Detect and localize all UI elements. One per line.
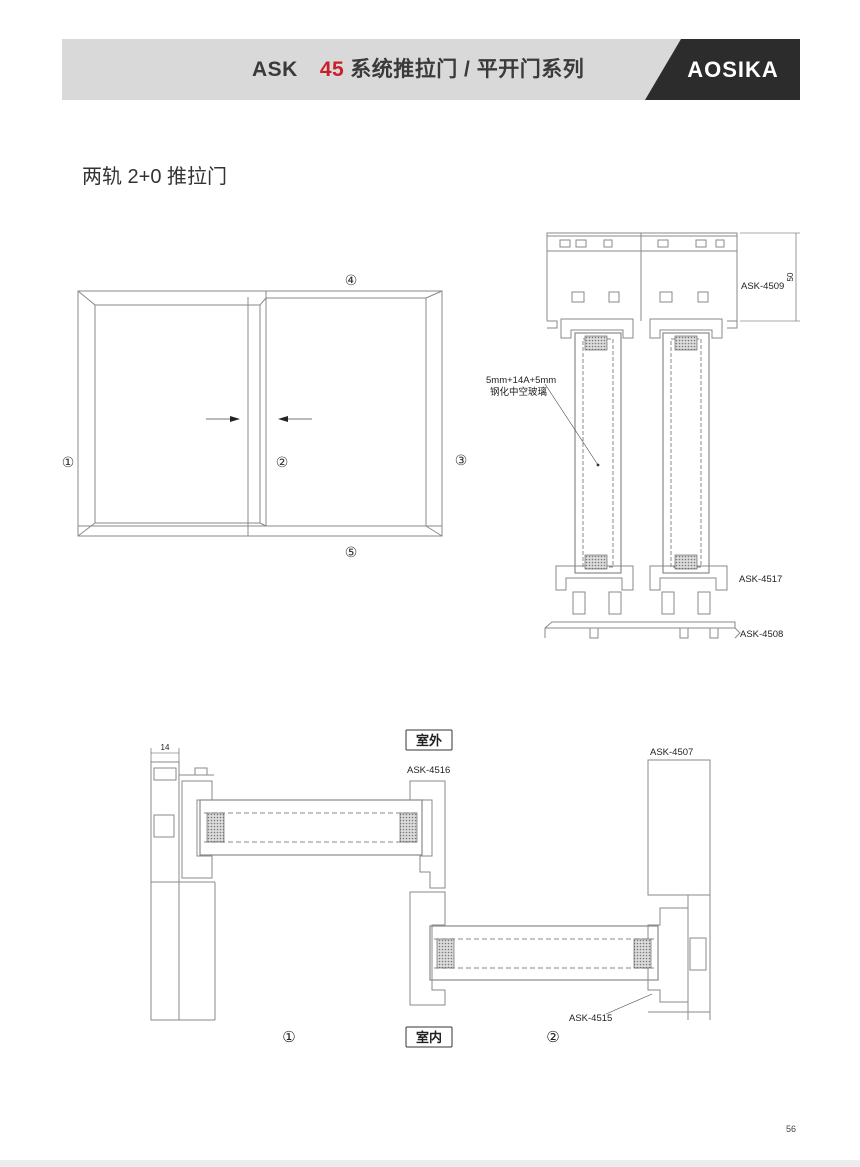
label-ask-4515: ASK-4515 [569, 1013, 612, 1024]
marker-bottom: ⑤ [345, 544, 358, 560]
outside-label: 室外 [416, 733, 442, 748]
door-elevation [77, 290, 443, 537]
elevation-outer-frame [77, 290, 443, 537]
horizontal-section [150, 759, 711, 1021]
left-sash-bottom [555, 565, 634, 591]
series-description: 系统推拉门 / 平开门系列 [350, 58, 585, 81]
label-ask-4507: ASK-4507 [650, 747, 693, 758]
bottom-rail-profile [544, 621, 741, 639]
brand-prefix: ASK [252, 58, 298, 81]
series-number: 45 [319, 58, 345, 81]
page-number: 56 [786, 1124, 797, 1134]
right-sash-stile [647, 907, 689, 1003]
right-sash-glass [265, 297, 427, 527]
footer-line [0, 1160, 860, 1167]
brand-logo: AOSIKA [687, 57, 779, 82]
label-ask-4509: ASK-4509 [741, 281, 784, 292]
marker-middle: ② [276, 454, 289, 470]
right-sash-bottom [649, 565, 728, 591]
label-ask-4517: ASK-4517 [739, 574, 782, 585]
inside-label: 室内 [416, 1030, 442, 1045]
section-title: 两轨 2+0 推拉门 [82, 166, 228, 188]
glass-leader-line [544, 383, 599, 466]
label-ask-4516: ASK-4516 [407, 765, 450, 776]
inner-glass-unit [429, 925, 659, 981]
glass-seals-horizontal [206, 812, 652, 969]
left-glass-unit [574, 332, 622, 574]
dimension-50 [740, 232, 800, 322]
glass-spec-line2: 钢化中空玻璃 [490, 386, 547, 398]
left-sash-glass [94, 304, 261, 524]
glass-spec-line1: 5mm+14A+5mm [486, 375, 556, 386]
marker-right: ③ [455, 452, 468, 468]
sliding-arrows [206, 416, 312, 422]
dimension-14-label: 14 [161, 743, 170, 752]
room-label-boxes [405, 729, 453, 1048]
top-frame-profile [546, 232, 738, 329]
marker-section-1: ① [282, 1029, 295, 1046]
glass-seals-vertical [584, 335, 698, 570]
interlock-ask-4516 [409, 780, 446, 889]
marker-section-2: ② [546, 1029, 559, 1046]
left-jamb-profile [150, 761, 216, 1021]
left-sash-stile [181, 780, 213, 879]
leader-ask-4515 [605, 993, 653, 1015]
dimension-50-label: 50 [786, 272, 795, 281]
outer-glass-unit [199, 799, 423, 856]
marker-left: ① [62, 454, 75, 470]
marker-top: ④ [345, 272, 358, 288]
right-glass-unit [662, 332, 710, 574]
dimension-14 [150, 748, 180, 762]
interlock-ask-4515-stile [409, 891, 446, 1006]
label-ask-4508: ASK-4508 [740, 629, 783, 640]
right-jamb-ask-4507 [647, 759, 711, 1020]
right-sash-head [649, 318, 723, 339]
vertical-section [544, 232, 741, 639]
left-sash-head [560, 318, 634, 339]
